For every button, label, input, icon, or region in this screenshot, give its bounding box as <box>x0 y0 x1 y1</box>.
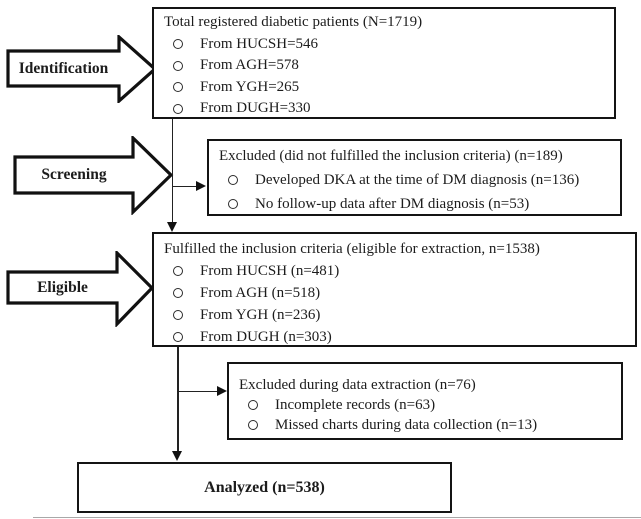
open-circle-bullet-icon <box>228 199 238 209</box>
list-item: From YGH=265 <box>162 77 606 99</box>
list-item: From AGH (n=518) <box>162 282 627 304</box>
arrowhead-down-icon <box>166 222 177 232</box>
list-item-label: Developed DKA at the time of DM diagnosi… <box>255 172 580 188</box>
list-item: No follow-up data after DM diagnosis (n=… <box>217 192 612 216</box>
list-item: From DUGH=330 <box>162 98 606 120</box>
block-arrow-right-icon <box>13 136 174 215</box>
figure-bottom-rule <box>33 517 641 519</box>
identification-stage-label: Identification <box>18 59 109 77</box>
open-circle-bullet-icon <box>228 175 238 185</box>
total-registered-title: Total registered diabetic patients (N=17… <box>164 14 423 30</box>
list-item-label: From HUCSH (n=481) <box>200 263 340 279</box>
list-item-label: Missed charts during data collection (n=… <box>275 417 538 433</box>
connector-line-horizontal <box>178 390 218 392</box>
list-item-label: From HUCSH=546 <box>200 35 319 52</box>
open-circle-bullet-icon <box>248 420 258 430</box>
fulfilled-criteria-box: Fulfilled the inclusion criteria (eligib… <box>152 232 637 347</box>
list-item: From DUGH (n=303) <box>162 326 627 348</box>
block-arrow-right-icon <box>6 251 155 327</box>
eligible-stage-arrow: Eligible <box>6 251 155 327</box>
list-item-label: From AGH=578 <box>200 57 299 73</box>
screening-stage-arrow: Screening <box>13 136 174 215</box>
list-item: From HUCSH=546 <box>162 34 606 56</box>
list-item-label: From DUGH (n=303) <box>200 329 332 345</box>
excluded-extraction-box: Excluded during data extraction (n=76) I… <box>227 362 623 440</box>
list-item-label: From AGH (n=518) <box>200 285 321 301</box>
eligible-stage-label: Eligible <box>37 278 88 296</box>
block-arrow-right-icon <box>6 35 158 103</box>
list-item-label: No follow-up data after DM diagnosis (n=… <box>255 196 530 212</box>
list-item: From HUCSH (n=481) <box>162 260 627 282</box>
list-item-label: Incomplete records (n=63) <box>275 397 436 413</box>
connector-line-vertical <box>171 119 173 223</box>
arrowhead-right-icon <box>196 180 206 191</box>
analyzed-title: Analyzed (n=538) <box>204 478 325 496</box>
open-circle-bullet-icon <box>173 39 183 50</box>
excluded-screening-title: Excluded (did not fulfilled the inclusio… <box>219 148 563 164</box>
screening-stage-label: Screening <box>41 166 107 183</box>
open-circle-bullet-icon <box>173 310 183 320</box>
connector-line-horizontal <box>172 185 197 187</box>
list-item-label: From DUGH=330 <box>200 100 311 116</box>
open-circle-bullet-icon <box>173 103 183 114</box>
open-circle-bullet-icon <box>173 266 183 276</box>
excluded-screening-box: Excluded (did not fulfilled the inclusio… <box>207 139 622 216</box>
total-registered-box: Total registered diabetic patients (N=17… <box>152 7 616 119</box>
arrowhead-down-icon <box>172 451 182 461</box>
open-circle-bullet-icon <box>173 288 183 298</box>
list-item-label: From YGH (n=236) <box>200 307 321 323</box>
open-circle-bullet-icon <box>173 82 183 93</box>
analyzed-box: Analyzed (n=538) <box>77 462 452 513</box>
fulfilled-criteria-title: Fulfilled the inclusion criteria (eligib… <box>164 241 540 257</box>
arrowhead-right-icon <box>217 385 227 396</box>
list-item: From YGH (n=236) <box>162 304 627 326</box>
identification-stage-arrow: Identification <box>6 35 158 103</box>
open-circle-bullet-icon <box>173 332 183 342</box>
open-circle-bullet-icon <box>248 400 258 410</box>
list-item: Developed DKA at the time of DM diagnosi… <box>217 168 612 192</box>
connector-line-vertical <box>177 347 179 452</box>
excluded-extraction-title: Excluded during data extraction (n=76) <box>239 377 476 393</box>
list-item: Incomplete records (n=63) <box>237 395 613 415</box>
list-item: Missed charts during data collection (n=… <box>237 415 613 435</box>
list-item: From AGH=578 <box>162 55 606 77</box>
open-circle-bullet-icon <box>173 60 183 71</box>
list-item-label: From YGH=265 <box>200 78 300 95</box>
